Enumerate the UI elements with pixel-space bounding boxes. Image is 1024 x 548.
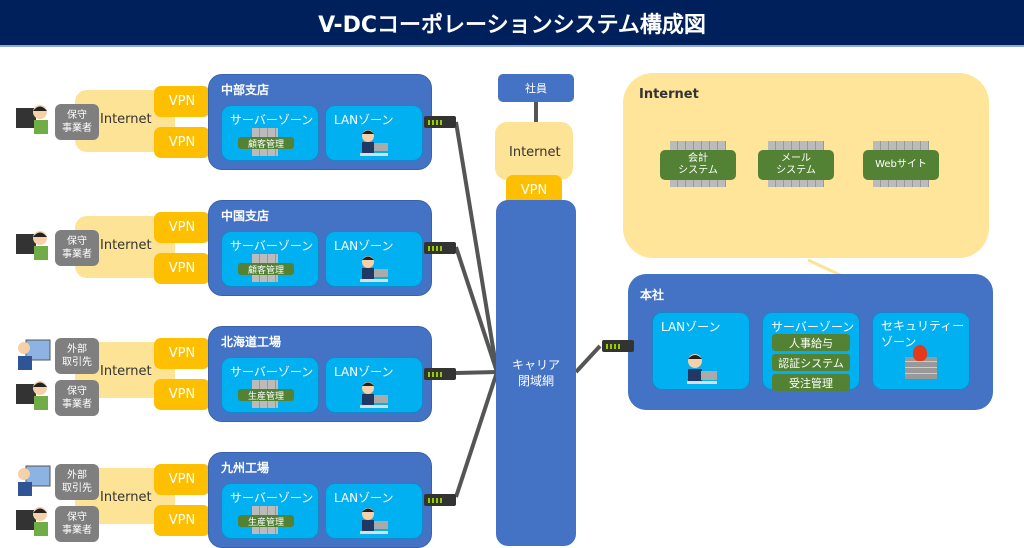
hq-site: 本社 LANゾーン サーバーゾーン 人事給与 認証システム 受注管理 セキュリテ… xyxy=(628,274,993,410)
branch-site: 北海道工場 サーバーゾーン 生産管理 LANゾーン xyxy=(208,326,432,422)
branch-vpn-1: VPN xyxy=(154,212,210,243)
partner-tag: 外部取引先 xyxy=(55,464,99,500)
maintenance-tag: 保守事業者 xyxy=(55,506,99,542)
branch-server-zone: サーバーゾーン 顧客管理 xyxy=(221,105,319,161)
branch-router[interactable] xyxy=(424,368,456,380)
employee-icon xyxy=(358,380,390,410)
fire-icon xyxy=(913,345,927,361)
branch-lan-zone: LANゾーン xyxy=(325,483,423,539)
page-title: V-DCコーポレーションシステム構成図 xyxy=(0,0,1024,47)
branch-lan-zone: LANゾーン xyxy=(325,231,423,287)
branch-vpn-2: VPN xyxy=(154,379,210,410)
hq-security-zone: セキュリティーゾーン xyxy=(872,312,970,390)
maintenance-person-icon xyxy=(14,504,50,540)
cloud-server: Webサイト xyxy=(863,150,939,180)
branch-server-zone: サーバーゾーン 生産管理 xyxy=(221,483,319,539)
maintenance-person-icon xyxy=(14,378,50,414)
maintenance-person-icon xyxy=(14,228,50,264)
maintenance-tag: 保守事業者 xyxy=(55,380,99,416)
hq-lan-zone: LANゾーン xyxy=(652,312,750,390)
maintenance-tag: 保守事業者 xyxy=(55,104,99,140)
branch-vpn-1: VPN xyxy=(154,86,210,117)
carrier-network: キャリア閉域網 xyxy=(496,200,576,546)
branch-site: 中国支店 サーバーゾーン 顧客管理 LANゾーン xyxy=(208,200,432,296)
branch-vpn-1: VPN xyxy=(154,464,210,495)
maintenance-tag: 保守事業者 xyxy=(55,230,99,266)
maintenance-person-icon xyxy=(14,102,50,138)
branch-server-zone: サーバーゾーン 顧客管理 xyxy=(221,231,319,287)
cloud-server: 会計システム xyxy=(660,150,736,180)
branch-db: 生産管理 xyxy=(238,515,294,528)
employee-icon xyxy=(358,506,390,536)
employee-icon xyxy=(358,254,390,284)
branch-site: 中部支店 サーバーゾーン 顧客管理 LANゾーン xyxy=(208,74,432,170)
branch-router[interactable] xyxy=(424,116,456,128)
branch-lan-zone: LANゾーン xyxy=(325,357,423,413)
branch-vpn-2: VPN xyxy=(154,253,210,284)
branch-site: 九州工場 サーバーゾーン 生産管理 LANゾーン xyxy=(208,452,432,548)
branch-server-zone: サーバーゾーン 生産管理 xyxy=(221,357,319,413)
employee-internet-label: Internet xyxy=(509,145,561,160)
branch-vpn-1: VPN xyxy=(154,338,210,369)
branch-vpn-2: VPN xyxy=(154,127,210,158)
employee-box: 社員 xyxy=(498,74,574,102)
partner-person-icon xyxy=(16,464,52,500)
branch-db: 顧客管理 xyxy=(238,137,294,150)
branch-internet-label: Internet xyxy=(100,364,152,379)
cloud-label: Internet xyxy=(639,87,699,102)
branch-router[interactable] xyxy=(424,494,456,506)
hq-router[interactable] xyxy=(602,340,634,352)
hq-db-hr: 人事給与 xyxy=(772,334,850,351)
hq-db-orders: 受注管理 xyxy=(772,374,850,391)
firewall-icon xyxy=(905,357,937,379)
branch-router[interactable] xyxy=(424,242,456,254)
hq-db-auth: 認証システム xyxy=(772,354,850,371)
employee-icon xyxy=(683,351,719,387)
branch-db: 顧客管理 xyxy=(238,263,294,276)
branch-internet-label: Internet xyxy=(100,490,152,505)
branch-internet-label: Internet xyxy=(100,238,152,253)
cloud-server: メールシステム xyxy=(758,150,834,180)
branch-lan-zone: LANゾーン xyxy=(325,105,423,161)
branch-vpn-2: VPN xyxy=(154,505,210,536)
partner-tag: 外部取引先 xyxy=(55,338,99,374)
partner-person-icon xyxy=(16,338,52,374)
branch-db: 生産管理 xyxy=(238,389,294,402)
branch-internet-label: Internet xyxy=(100,112,152,127)
employee-internet xyxy=(495,122,573,180)
employee-icon xyxy=(358,128,390,158)
